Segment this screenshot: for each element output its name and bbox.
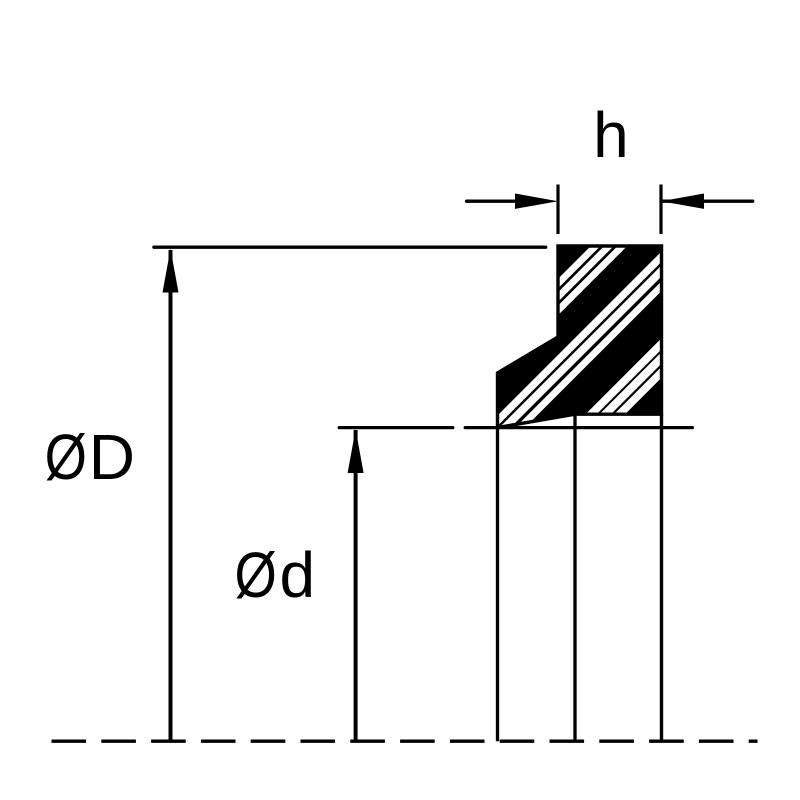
svg-text:Ø: Ø bbox=[235, 539, 277, 611]
svg-text:h: h bbox=[593, 99, 629, 171]
svg-text:D: D bbox=[89, 421, 135, 493]
svg-text:Ø: Ø bbox=[45, 421, 87, 493]
svg-text:d: d bbox=[280, 539, 316, 611]
